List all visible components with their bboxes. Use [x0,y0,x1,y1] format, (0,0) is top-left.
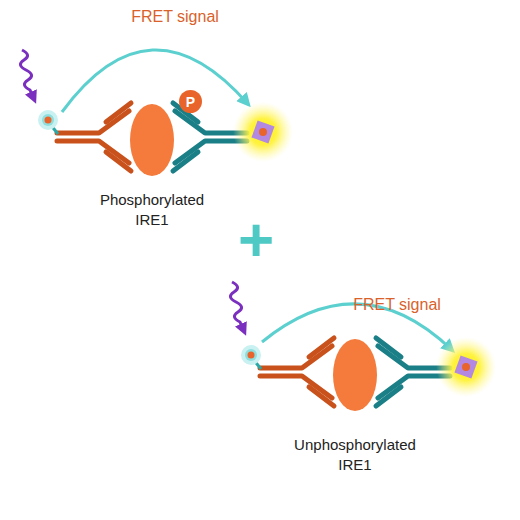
donor-antibody [57,103,131,171]
acceptor-fluorophore [436,337,496,397]
excitation-light [230,282,244,331]
signal-label: FRET signal [131,9,219,25]
signal-label: FRET signal [353,297,441,313]
excitation-light [20,50,34,99]
protein-label: Phosphorylated IRE1 [100,190,204,229]
protein-label: Unphosphorylated IRE1 [294,435,416,474]
ellipse-outline [333,339,377,411]
protein-shape [130,104,174,176]
donor-fluorophore [241,345,261,369]
phospho-mark: P [179,90,202,113]
phospho-circle: P [179,90,202,113]
protein-ellipse: Unphosphorylated IRE1 [333,339,377,411]
donor-antibody [260,338,334,406]
plus-sign: + [238,209,274,271]
fret-arrow [62,50,248,112]
protein-ellipse: Phosphorylated IRE1 [130,104,174,176]
donor-fluorophore [38,110,58,134]
acceptor-fluorophore [233,102,293,162]
ellipse-outline [130,104,174,176]
protein-shape [333,339,377,411]
